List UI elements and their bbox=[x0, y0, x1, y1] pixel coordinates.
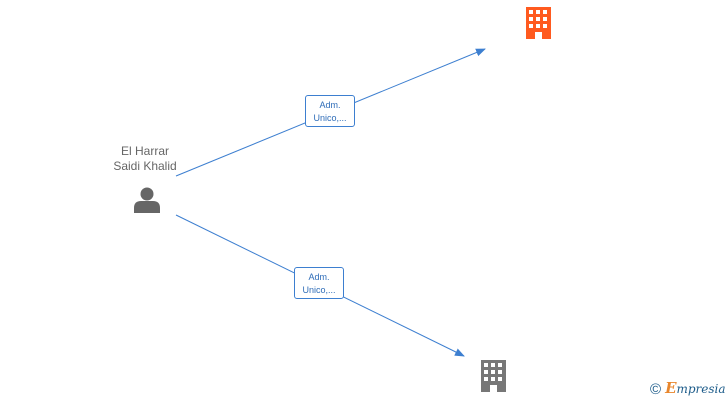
copyright-icon: © bbox=[650, 381, 662, 398]
building-icon[interactable] bbox=[526, 7, 551, 39]
brand-name: mpresia bbox=[676, 382, 726, 396]
person-name[interactable]: El Harrar Saidi Khalid bbox=[95, 144, 195, 174]
edge-label-line2: Unico,... bbox=[302, 285, 336, 295]
brand-first-letter: E bbox=[665, 379, 677, 397]
edge-label-line2: Unico,... bbox=[313, 113, 347, 123]
person-icon[interactable] bbox=[134, 187, 160, 214]
edge-label[interactable]: Adm. Unico,... bbox=[305, 95, 355, 127]
edge-label-line1: Adm. bbox=[319, 100, 341, 110]
person-name-line2: Saidi Khalid bbox=[113, 159, 177, 173]
brand-logo: ©Empresia bbox=[650, 379, 726, 399]
edge-label-line1: Adm. bbox=[308, 272, 330, 282]
person-name-line1: El Harrar bbox=[120, 144, 169, 158]
building-icon[interactable] bbox=[481, 360, 506, 392]
edge-label[interactable]: Adm. Unico,... bbox=[294, 267, 344, 299]
